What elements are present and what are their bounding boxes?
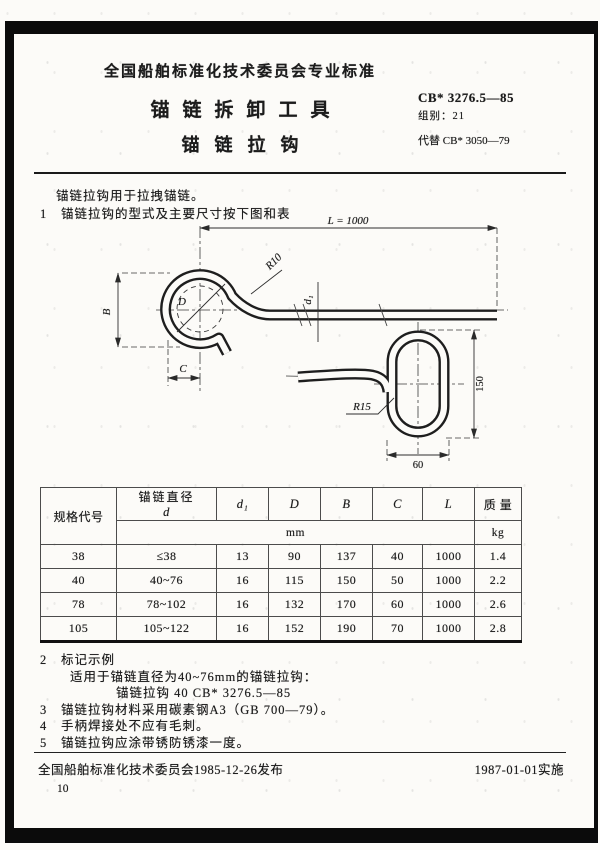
note-2-line1: 适用于锚链直径为40~76mm的锚链拉钩：	[70, 669, 318, 684]
dimensions-table: 规格代号 锚链直径 d d₁ D B C L 质 量 mm kg 38 ≤38 …	[40, 487, 522, 643]
cell-D: 115	[268, 568, 321, 593]
dim-60-label: 60	[413, 460, 424, 471]
footer-effective: 1987-01-01实施	[474, 763, 564, 777]
scan-edge-bottom	[5, 828, 598, 843]
dim-L-label: L = 1000	[327, 215, 369, 227]
cell-C: 50	[372, 568, 423, 593]
note-2-number: 2	[40, 653, 48, 667]
standard-number: CB* 3276.5—85	[418, 90, 515, 105]
dim-C-label: C	[179, 363, 187, 375]
note-5-number: 5	[40, 735, 48, 750]
notes-section: 2 标记示例 适用于锚链直径为40~76mm的锚链拉钩： 锚链拉钩 40 CB* …	[40, 652, 334, 751]
cell-D: 152	[268, 616, 321, 643]
cell-d1: 16	[216, 616, 269, 643]
table-row: 40 40~76 16 115 150 50 1000 2.2	[40, 568, 522, 593]
cell-B: 190	[320, 616, 373, 643]
footer-divider	[34, 752, 566, 753]
clause-1-number: 1	[40, 207, 48, 221]
standard-replaces: 代替 CB* 3050—79	[418, 135, 510, 147]
document-title: 锚链拆卸工具	[150, 100, 343, 121]
cell-B: 170	[320, 592, 373, 617]
cell-d1: 16	[216, 592, 269, 617]
cell-L: 1000	[422, 592, 475, 617]
page-number: 10	[57, 783, 69, 795]
col-header-L: L	[422, 487, 475, 521]
clause-1-text: 锚链拉钩的型式及主要尺寸按下图和表	[61, 207, 291, 221]
cell-spec: 38	[40, 544, 117, 569]
standard-org-line: 全国船舶标准化技术委员会专业标准	[103, 64, 376, 80]
footer-issued: 全国船舶标准化技术委员会1985-12-26发布	[38, 763, 284, 777]
cell-chain-dia: 40~76	[116, 568, 217, 593]
scan-edge-top	[5, 21, 598, 34]
scan-edge-right	[594, 21, 598, 843]
unit-mm: mm	[116, 520, 475, 545]
cell-d1: 16	[216, 568, 269, 593]
col-header-mass: 质 量	[474, 487, 522, 521]
clause-1: 1 锚链拉钩的型式及主要尺寸按下图和表	[40, 203, 291, 222]
dim-R10-label: R10	[263, 251, 285, 273]
cell-L: 1000	[422, 616, 475, 643]
document-subtitle: 锚链拉钩	[181, 135, 314, 155]
cell-spec: 40	[40, 568, 117, 593]
note-2-title: 标记示例	[61, 653, 116, 667]
note-4-number: 4	[40, 719, 48, 733]
cell-spec: 105	[40, 616, 117, 643]
cell-spec: 78	[40, 592, 117, 617]
footer: 全国船舶标准化技术委员会1985-12-26发布 1987-01-01实施	[38, 759, 564, 778]
cell-D: 90	[268, 544, 321, 569]
note-3-text: 锚链拉钩材料采用碳素钢A3（GB 700—79）。	[61, 702, 335, 717]
cell-chain-dia: 105~122	[116, 616, 217, 643]
handle-end-view: 150 60 R15	[285, 322, 486, 471]
col-header-spec: 规格代号	[40, 487, 117, 545]
cell-mass: 2.6	[474, 592, 522, 617]
hook-side-view: D L = 1000 B C R10 d₁	[101, 215, 508, 394]
cell-d1: 13	[216, 544, 269, 569]
note-5-text: 锚链拉钩应涂带锈防锈漆一度。	[61, 735, 251, 750]
cell-mass: 2.8	[474, 616, 522, 643]
col-header-B: B	[320, 487, 373, 521]
note-3: 3 锚链拉钩材料采用碳素钢A3（GB 700—79）。	[40, 702, 334, 719]
note-4: 4 手柄焊接处不应有毛刺。	[40, 718, 334, 735]
cell-mass: 1.4	[474, 544, 522, 569]
cell-mass: 2.2	[474, 568, 522, 593]
intro-sentence: 锚链拉钩用于拉拽锚链。	[56, 189, 205, 203]
cell-C: 60	[372, 592, 423, 617]
col-header-d1: d₁	[216, 487, 269, 521]
cell-chain-dia: 78~102	[116, 592, 217, 617]
cell-L: 1000	[422, 568, 475, 593]
note-5: 5 锚链拉钩应涂带锈防锈漆一度。	[40, 735, 334, 752]
col-header-D: D	[268, 487, 321, 521]
table-row: 78 78~102 16 132 170 60 1000 2.6	[40, 592, 522, 617]
cell-D: 132	[268, 592, 321, 617]
cell-C: 40	[372, 544, 423, 569]
unit-kg: kg	[474, 520, 522, 545]
cell-B: 137	[320, 544, 373, 569]
hook-technical-drawing: D L = 1000 B C R10 d₁	[101, 215, 508, 471]
cell-L: 1000	[422, 544, 475, 569]
dim-d1-label: d₁	[302, 295, 314, 305]
standard-number-block: CB* 3276.5—85 组别：21 代替 CB* 3050—79	[418, 90, 578, 148]
cell-B: 150	[320, 568, 373, 593]
table-row: 105 105~122 16 152 190 70 1000 2.8	[40, 616, 522, 643]
cell-chain-dia: ≤38	[116, 544, 217, 569]
col-header-chain-diameter-text: 锚链直径	[138, 490, 195, 504]
col-header-chain-diameter: 锚链直径 d	[116, 487, 217, 521]
standard-group: 组别：21	[418, 111, 465, 122]
note-3-number: 3	[40, 702, 48, 717]
dim-150-label: 150	[475, 376, 486, 392]
dim-D-label: D	[177, 296, 186, 308]
dim-B-label: B	[101, 308, 113, 315]
cell-C: 70	[372, 616, 423, 643]
note-4-text: 手柄焊接处不应有毛刺。	[61, 719, 210, 733]
scan-edge-left	[5, 21, 14, 841]
col-header-C: C	[372, 487, 423, 521]
col-header-chain-diameter-symbol: d	[163, 505, 170, 519]
table-row: 38 ≤38 13 90 137 40 1000 1.4	[40, 544, 522, 569]
header-divider	[34, 172, 566, 174]
note-2: 2 标记示例	[40, 652, 334, 669]
dim-R15-label: R15	[352, 401, 371, 413]
note-2-line2: 锚链拉钩 40 CB* 3276.5—85	[116, 686, 292, 700]
